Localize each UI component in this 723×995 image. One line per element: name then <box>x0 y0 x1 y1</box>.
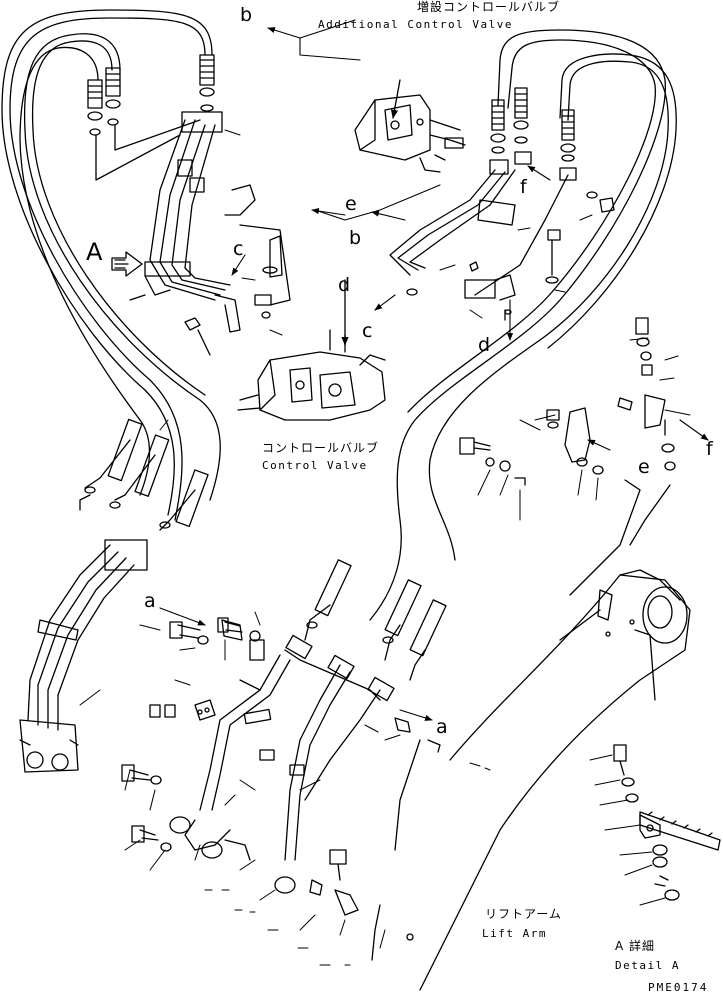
rigid-tubes-upper-left <box>129 111 291 356</box>
hose-bundle-right <box>369 29 677 621</box>
callout-a-right: a <box>436 716 448 738</box>
lower-tubes <box>19 539 148 773</box>
callout-d-right: d <box>478 334 491 356</box>
additional-valve-label-jp: 増設コントロールバルブ <box>417 0 561 14</box>
callout-d-top: d <box>338 274 351 296</box>
callout-c-left: c <box>233 238 244 260</box>
leader-lines <box>79 129 691 949</box>
lift-arm <box>371 479 691 991</box>
callout-e-right: e <box>638 456 650 478</box>
callout-c-mid: c <box>362 320 373 342</box>
control-valve-label-en: Control Valve <box>262 459 368 472</box>
callout-f-mid: f <box>520 176 527 198</box>
view-a-arrow <box>111 251 143 277</box>
lift-arm-label-en: Lift Arm <box>482 927 547 940</box>
lift-arm-label-jp: リフトアーム <box>485 907 562 921</box>
fittings-top-right <box>389 87 615 321</box>
callout-a-left: a <box>144 590 156 612</box>
control-valve-label-jp: コントロールバルブ <box>262 441 380 455</box>
hoses-center <box>304 559 447 681</box>
callout-f-right: f <box>706 438 713 460</box>
detail-a <box>613 744 721 901</box>
view-a-letter: A <box>86 238 103 266</box>
fittings-upper-left <box>87 54 215 181</box>
callout-b-mid: b <box>349 227 362 249</box>
drawing-code: PME0174 <box>648 981 709 994</box>
bolts-right <box>459 317 676 486</box>
callout-e-mid: e <box>345 193 357 215</box>
detail-a-label-jp: A 詳細 <box>615 939 656 953</box>
tubes-center-bottom <box>149 619 395 894</box>
control-valve <box>237 279 386 421</box>
bolts-center <box>121 617 441 941</box>
detail-a-label-en: Detail A <box>615 959 680 972</box>
dash-marks <box>204 762 491 966</box>
additional-control-valve <box>354 79 466 173</box>
callout-arrows <box>159 19 709 721</box>
callout-b-top: b <box>240 4 253 26</box>
hose-bundle-upper-left <box>1 9 221 521</box>
additional-valve-label-en: Additional Control Valve <box>318 18 513 31</box>
hoses-lower-left <box>79 418 209 531</box>
